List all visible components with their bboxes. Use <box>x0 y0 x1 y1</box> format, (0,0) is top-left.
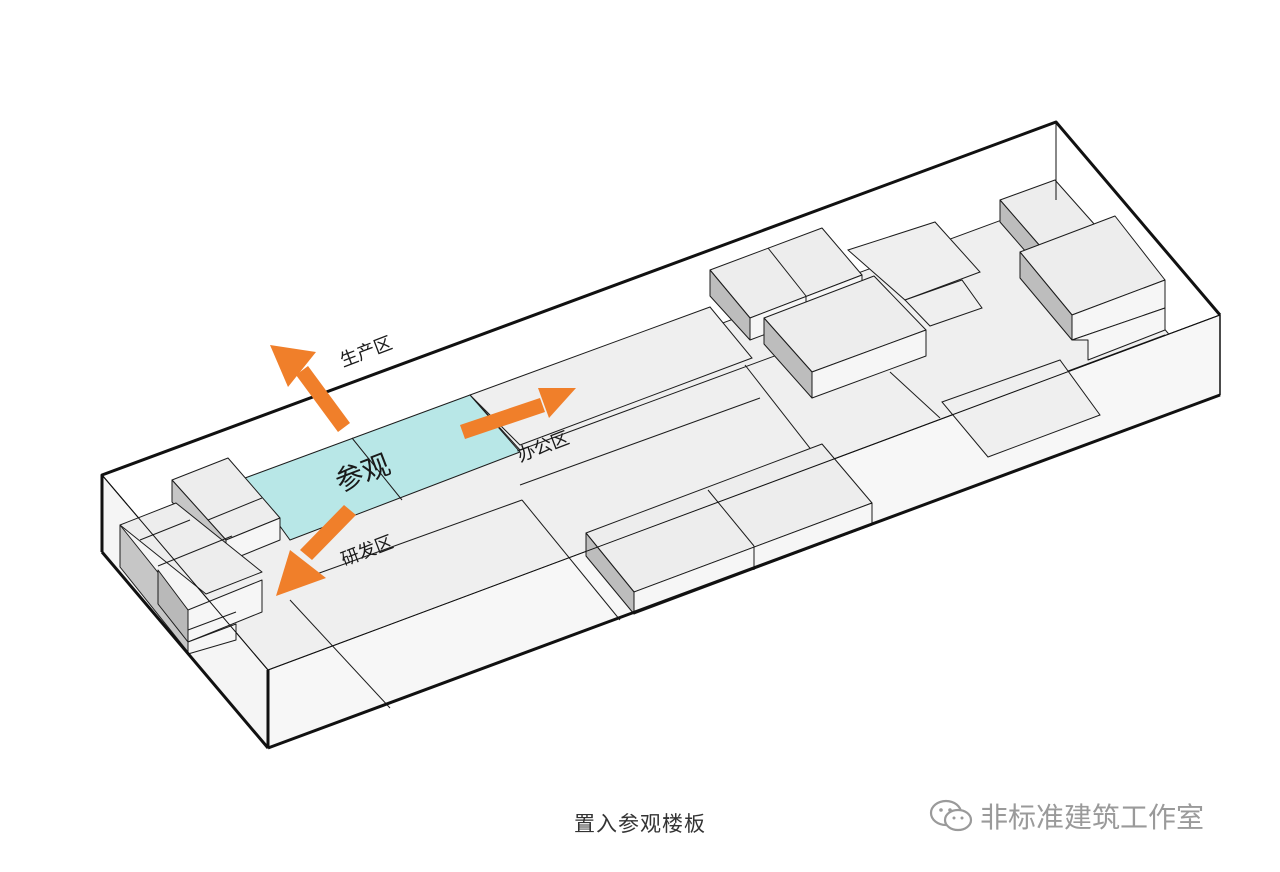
arrow-down-left-icon <box>276 505 356 596</box>
site-inner-lines <box>101 122 1221 671</box>
block-right-main <box>1019 215 1166 361</box>
building-blocks <box>119 179 1166 655</box>
block-left-lower <box>119 502 263 655</box>
wechat-icon <box>929 799 973 832</box>
slab-top-right <box>847 221 981 301</box>
watermark-text: 非标准建筑工作室 <box>980 801 1205 834</box>
slab-right <box>941 359 1101 458</box>
arrow-up-left-icon <box>270 345 350 432</box>
diagram-caption: 置入参观楼板 <box>574 812 706 836</box>
arrow-right-icon <box>460 388 576 439</box>
label-production: 生产区 <box>337 333 395 372</box>
watermark: 非标准建筑工作室 <box>928 796 1204 836</box>
site-outline <box>100 120 1222 750</box>
circulation-arrows <box>270 345 576 596</box>
slab-top-right-2 <box>904 279 983 327</box>
block-top-cluster-main <box>763 275 927 399</box>
block-center-bottom <box>585 443 873 615</box>
